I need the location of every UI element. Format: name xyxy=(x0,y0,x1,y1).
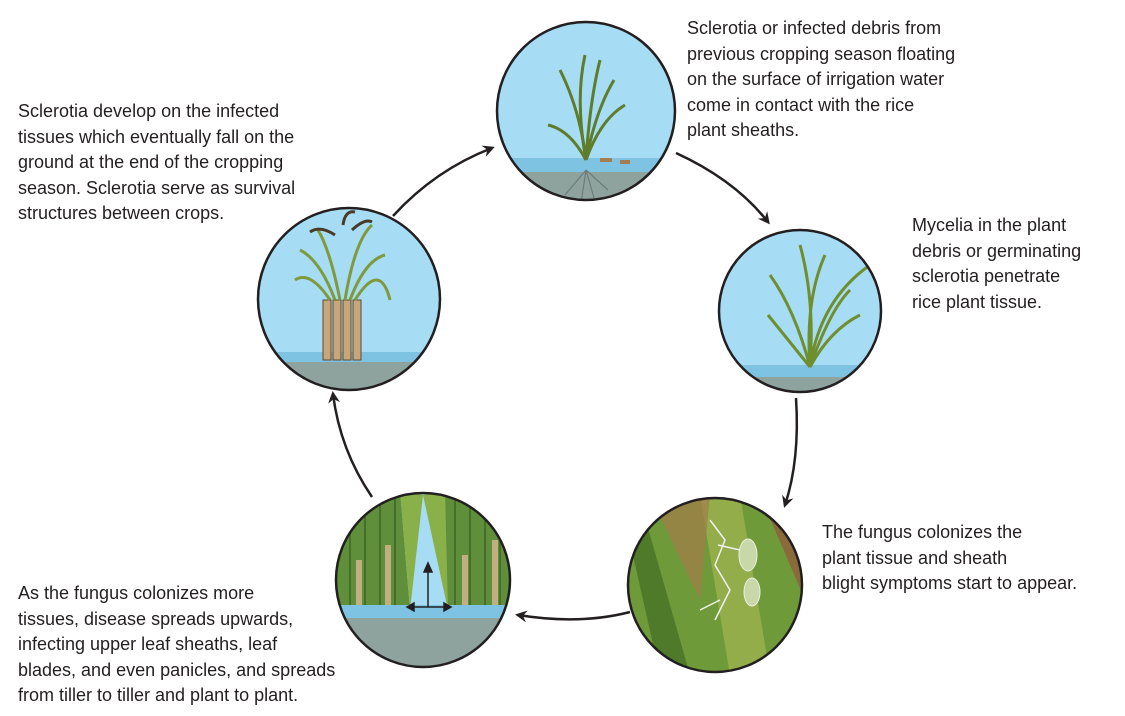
caption-colonization: The fungus colonizes the plant tissue an… xyxy=(822,522,1078,593)
caption-survival: Sclerotia develop on the infected tissue… xyxy=(18,101,296,223)
sclerotia-icon xyxy=(738,538,761,607)
stage-penetration-circle xyxy=(717,228,883,394)
stage-debris-illustration xyxy=(497,22,675,200)
stage-spread-illustration xyxy=(336,493,510,667)
arrow-debris-to-penetration xyxy=(675,151,770,225)
spread-direction-arrows-icon xyxy=(405,561,453,613)
caption-debris: Sclerotia or infected debris from previo… xyxy=(687,18,956,140)
stage-colonization-circle xyxy=(626,496,804,674)
caption-penetration: Mycelia in the plant debris or germinati… xyxy=(912,215,1082,312)
stage-spread-circle xyxy=(334,491,512,669)
arrow-spread-to-survival xyxy=(328,391,374,498)
panicle-icon xyxy=(309,210,373,237)
stage-survival-circle xyxy=(256,206,442,392)
stage-penetration-illustration xyxy=(719,230,881,392)
caption-spread: As the fungus colonizes more tissues, di… xyxy=(18,583,336,705)
arrow-survival-to-debris xyxy=(392,145,495,217)
stage-colonization-illustration xyxy=(628,498,802,672)
stage-survival-illustration xyxy=(258,208,440,390)
mycelia-icon xyxy=(699,519,741,621)
arrow-colonization-to-spread xyxy=(515,610,631,623)
stage-debris-circle xyxy=(495,20,677,202)
arrow-penetration-to-colonization xyxy=(782,397,799,508)
cycle-arrows xyxy=(328,145,799,623)
